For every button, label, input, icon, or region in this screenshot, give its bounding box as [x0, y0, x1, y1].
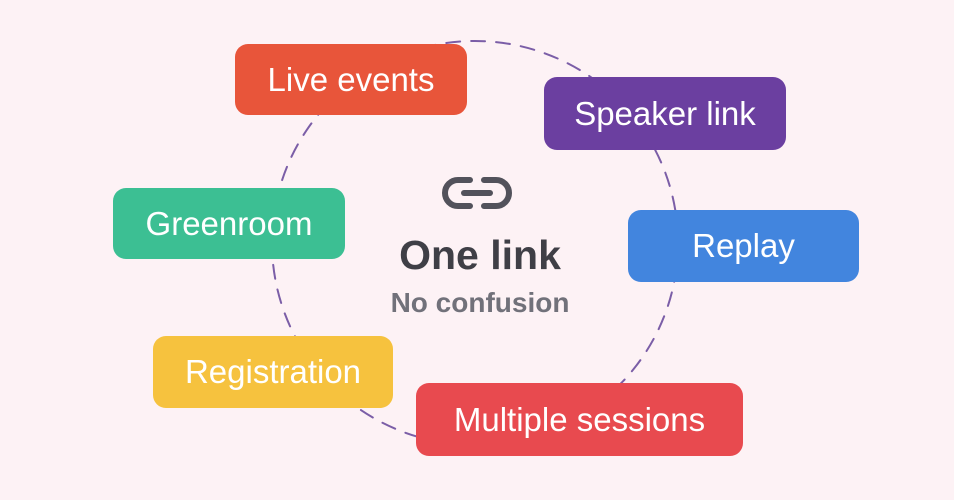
node-greenroom-label: Greenroom — [145, 204, 313, 242]
node-live-events-label: Live events — [267, 60, 435, 98]
node-registration: Registration — [153, 336, 393, 408]
node-registration-label: Registration — [184, 353, 362, 390]
node-replay-label: Replay — [692, 227, 795, 264]
node-greenroom: Greenroom — [113, 188, 345, 259]
node-speaker-link-label: Speaker link — [574, 94, 756, 132]
link-icon — [442, 177, 512, 209]
node-multiple-sessions-label: Multiple sessions — [453, 400, 706, 438]
center-title: One link — [399, 232, 561, 278]
center-subtitle: No confusion — [390, 287, 570, 318]
node-live-events: Live events — [235, 44, 467, 115]
node-replay: Replay — [628, 210, 859, 282]
node-speaker-link: Speaker link — [544, 77, 786, 150]
node-multiple-sessions: Multiple sessions — [416, 383, 743, 456]
